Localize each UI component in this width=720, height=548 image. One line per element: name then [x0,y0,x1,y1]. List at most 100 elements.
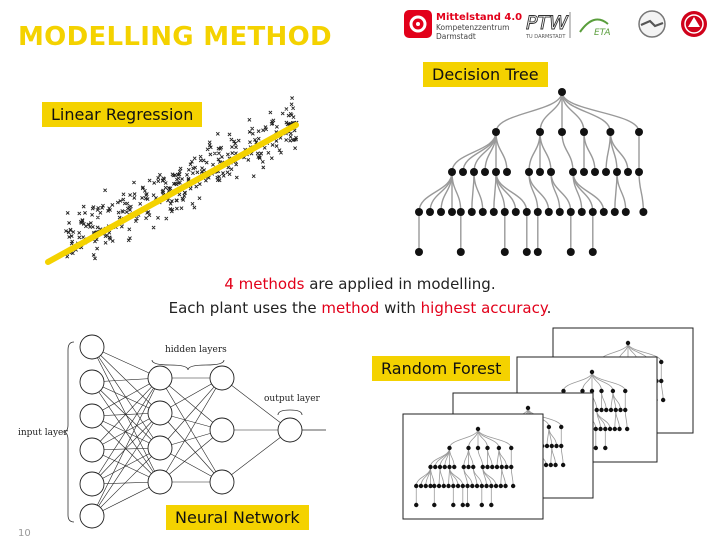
tree-node [598,426,603,432]
caption-line-2: Each plant uses the method with highest … [0,299,720,317]
tree-node [470,168,478,176]
tree-node [580,128,588,136]
tree-node [588,248,597,256]
neuron-layer-0 [79,437,105,463]
tree-node [589,369,595,375]
tree-node [465,502,470,508]
tree-edges [418,91,645,252]
tree-node [623,407,628,413]
tree-node [500,208,509,216]
neuron-layer-2 [209,417,235,443]
tree-node [593,426,598,432]
tree-node [511,208,520,216]
tree-node [432,502,437,508]
tree-node [621,208,630,216]
input-layer-label: input layer [18,428,68,438]
tree-node [589,388,595,394]
mittelstand-logo: Mittelstand 4.0 Kompetenzzentrum Darmsta… [404,10,522,41]
tree-node [546,424,552,430]
tree-node [503,168,511,176]
tree-node [580,388,585,394]
tree-node [603,445,608,451]
tree-node [660,397,666,403]
tree-node [608,407,614,413]
tree-node [447,464,452,470]
tree-node [448,208,456,216]
label-decision-tree: Decision Tree [423,62,548,87]
tree-node [498,483,503,489]
neuron-layer-2 [209,365,235,391]
tree-node [423,483,428,489]
neuron-layer-0 [79,334,105,360]
tree-node [549,443,554,449]
neuron-layer-0 [79,503,105,529]
tree-node [659,378,664,384]
network-neurons [79,334,303,529]
tree-node [603,426,608,432]
tree-node [525,405,531,411]
opel-logo [638,10,666,38]
tree-node [625,340,631,346]
caption-text: with [379,299,421,317]
tree-node [485,445,490,451]
tree-node [414,483,419,489]
caption-text: are applied in modelling. [304,275,496,293]
tree-node [503,483,508,489]
tree-node [509,464,514,470]
tree-node [475,445,481,451]
tree-node [478,208,487,216]
tree-node [533,248,542,256]
tree-node [456,208,465,216]
caption-highlight-method: method [321,299,380,317]
mittelstand-sub2: Darmstadt [436,32,476,41]
tree-node [471,464,476,470]
tree-node [460,483,465,489]
tree-nodes [415,88,648,256]
tree-node [639,208,648,216]
slide-title: MODELLING METHOD [18,22,332,52]
tree-node [461,464,466,470]
tree-node [442,464,447,470]
tree-node [474,483,480,489]
tree-node [418,483,424,489]
tree-node [436,483,442,489]
tree-node [492,168,500,176]
tree-node [510,483,516,489]
linear-regression-plot [45,96,299,265]
tree-node [618,407,623,413]
tree-node [566,208,575,216]
tree-node [467,208,476,216]
tree-node [610,388,616,394]
tree-node [544,208,553,216]
vauxhall-logo [681,11,707,37]
tree-node [428,464,433,470]
tree-node [451,483,456,489]
tree-node [446,483,451,489]
tree-node [566,248,575,256]
tree-node [536,168,544,176]
caption-line-1: 4 methods are applied in modelling. [0,275,720,293]
tree-node [558,88,566,96]
neuron-layer-0 [79,471,105,497]
tree-node [547,168,555,176]
tree-node [594,407,599,413]
tree-node [493,483,499,489]
neuron-layer-1 [147,365,173,391]
neuron-layer-0 [79,403,105,429]
tree-node [433,464,438,470]
ptw-sub: TU DARMSTADT [525,34,566,40]
tree-node [492,128,500,136]
eta-logo: ETA [579,18,611,38]
tree-node [577,208,586,216]
tree-node [489,208,498,216]
tree-node [599,407,604,413]
tree-node [475,426,481,432]
tree-node [480,464,485,470]
tree-node [580,168,588,176]
neuron-layer-1 [147,435,173,461]
tree-node [485,464,490,470]
tree-node [452,464,457,470]
tree-node [548,462,553,468]
